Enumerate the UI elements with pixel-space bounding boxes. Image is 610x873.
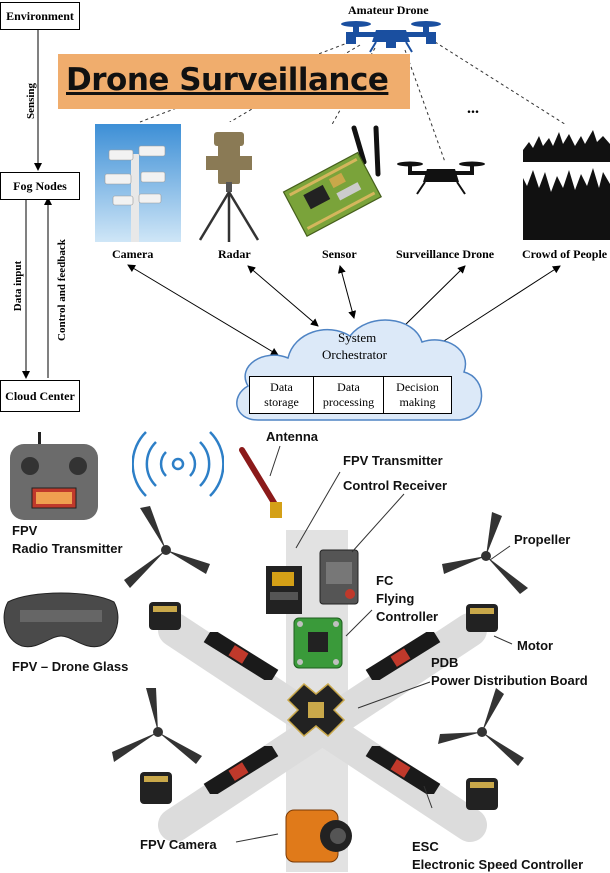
antenna-label: Antenna xyxy=(266,429,318,444)
fc-line1: FC xyxy=(376,573,394,588)
motor-bottom-left xyxy=(140,772,172,804)
motor-top-left xyxy=(149,602,181,630)
pdb-line2: Power Distribution Board xyxy=(431,673,588,688)
cell-decision-making-line2: making xyxy=(399,395,436,409)
esc-bottom-right xyxy=(365,746,441,794)
propeller-bottom-right xyxy=(438,688,524,766)
esc-bottom-left xyxy=(203,746,279,794)
control-feedback-label: Control and feedback xyxy=(56,239,68,341)
camera-image xyxy=(95,124,181,242)
propeller-top-left xyxy=(124,506,210,588)
crowd-label: Crowd of People xyxy=(522,247,608,261)
fpv-transmitter-label: FPV Transmitter xyxy=(343,453,443,468)
sensing-label: Sensing xyxy=(25,82,37,120)
antenna-image xyxy=(239,447,282,518)
cloud-center-box: Cloud Center xyxy=(0,380,80,412)
fpv-camera-image xyxy=(285,809,352,863)
orchestrator-line1: System xyxy=(338,330,377,345)
crowd-image-bottom xyxy=(523,166,610,240)
surveillance-drone-icon xyxy=(397,161,485,195)
fc-line2: Flying xyxy=(376,591,415,606)
crowd-image-top xyxy=(523,124,610,162)
control-receiver-label: Control Receiver xyxy=(343,478,448,493)
propeller-top-right xyxy=(442,512,528,594)
wireless-signal-icon xyxy=(132,431,224,497)
fpv-camera-label: FPV Camera xyxy=(140,837,217,852)
cell-data-storage-line1: Data xyxy=(270,380,293,394)
cell-decision-making-line1: Decision xyxy=(396,380,439,394)
propeller-label: Propeller xyxy=(514,532,571,547)
fpv-glass-label: FPV – Drone Glass xyxy=(12,659,129,674)
propeller-bottom-left xyxy=(112,688,202,764)
control-receiver-image xyxy=(319,549,359,605)
fog-nodes-box: Fog Nodes xyxy=(0,172,80,200)
flight-controller-image xyxy=(293,617,343,669)
component-leader-lines xyxy=(235,445,513,843)
fc-line3: Controller xyxy=(376,609,439,624)
sensor-image xyxy=(276,124,391,242)
motor-label: Motor xyxy=(517,638,554,653)
fpv-radio-line2: Radio Transmitter xyxy=(12,541,123,556)
environment-box: Environment xyxy=(0,2,80,30)
pdb-line1: PDB xyxy=(431,655,459,670)
surveillance-drone-label: Surveillance Drone xyxy=(396,247,495,261)
radio-transmitter-image xyxy=(10,432,98,520)
ellipsis-label: ... xyxy=(467,100,479,117)
esc-line2: Electronic Speed Controller xyxy=(412,857,584,872)
esc-top-left xyxy=(203,632,279,680)
fpv-radio-line1: FPV xyxy=(12,523,38,538)
motor-bottom-right xyxy=(466,778,498,810)
fpv-transmitter-image xyxy=(266,566,302,614)
pdb-image xyxy=(286,682,346,738)
orchestrator-line2: Orchestrator xyxy=(322,347,387,362)
esc-top-right xyxy=(365,632,441,680)
motor-top-right xyxy=(466,604,498,632)
amateur-drone-icon xyxy=(341,21,441,53)
page-title: Drone Surveillance xyxy=(66,62,389,98)
camera-label: Camera xyxy=(112,247,154,261)
cell-data-processing-line1: Data xyxy=(337,380,360,394)
title-banner xyxy=(58,54,410,109)
radar-image xyxy=(192,122,268,244)
data-input-label: Data input xyxy=(12,260,24,312)
amateur-drone-label: Amateur Drone xyxy=(348,3,429,17)
cell-data-processing-line2: processing xyxy=(322,395,375,409)
cell-data-storage-line2: storage xyxy=(264,395,299,409)
drone-glass-image xyxy=(3,592,119,648)
sensor-label: Sensor xyxy=(322,247,357,261)
esc-line1: ESC xyxy=(412,839,439,854)
radar-label: Radar xyxy=(218,247,251,261)
